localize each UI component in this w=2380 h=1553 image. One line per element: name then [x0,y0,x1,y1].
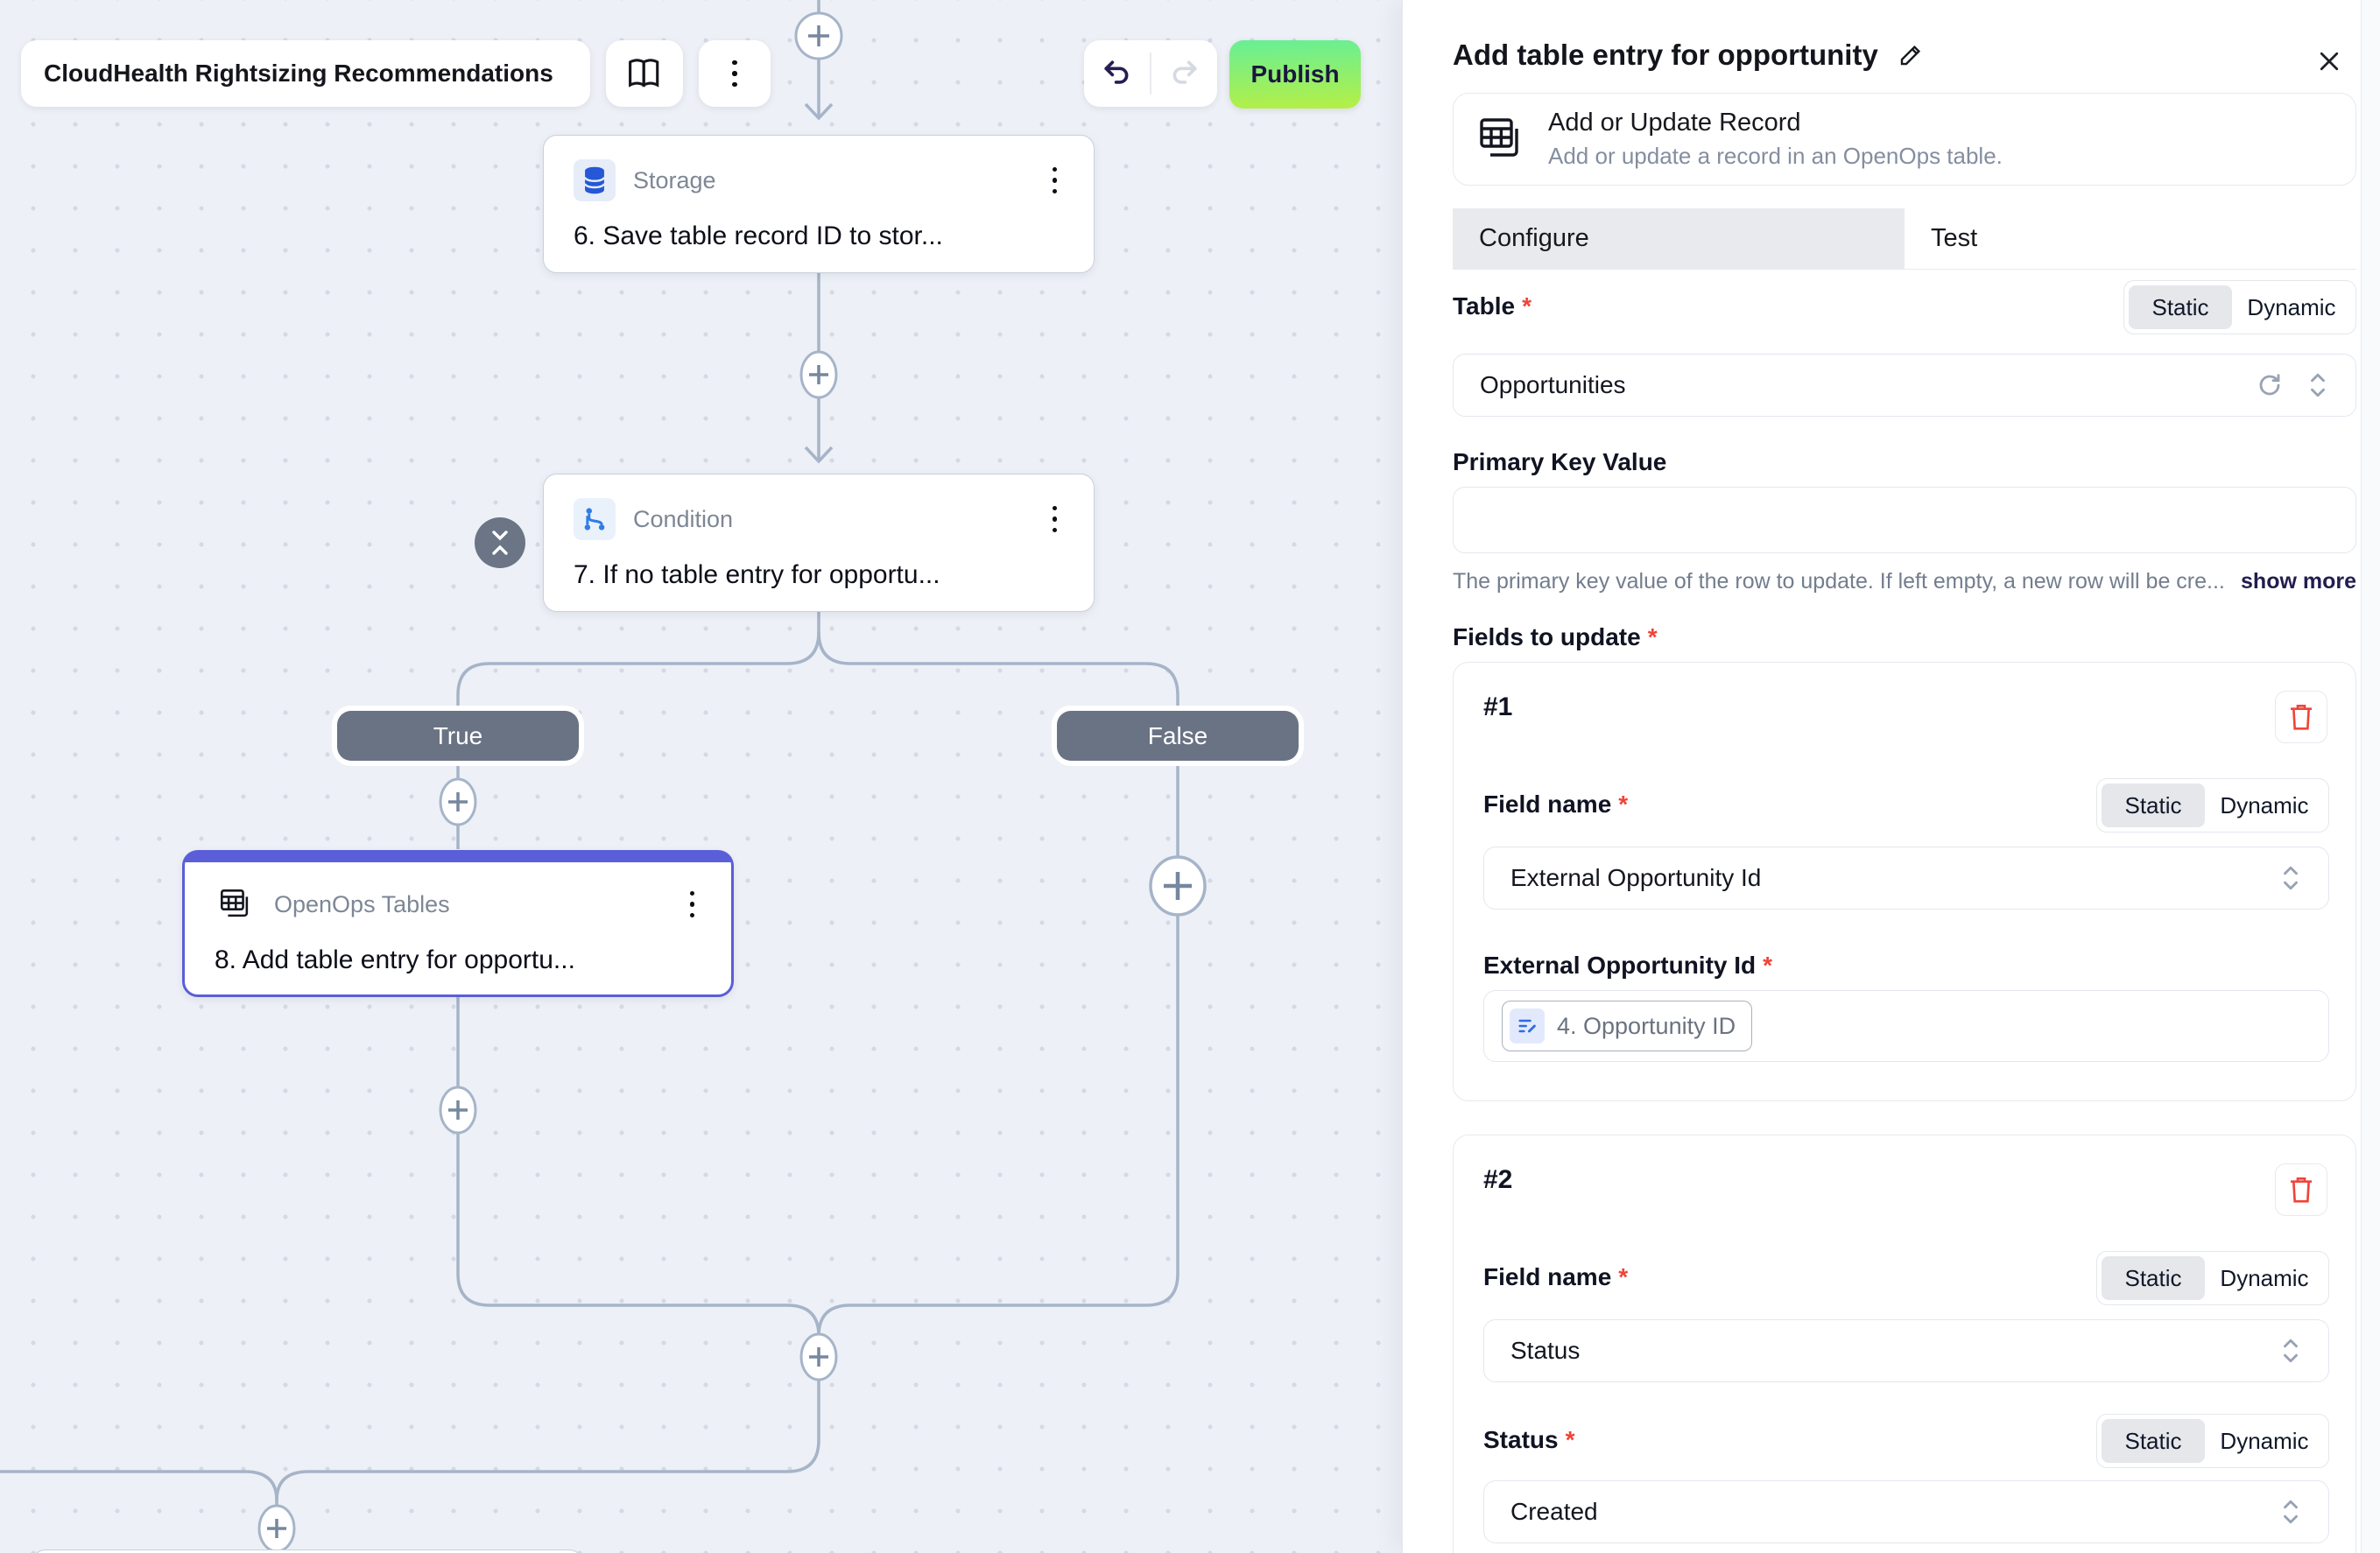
table-static-dynamic-toggle: Static Dynamic [2123,280,2356,334]
status-label: Status* [1483,1426,1575,1453]
undo-icon [1104,60,1129,84]
kebab-icon [725,55,744,93]
field-name-select[interactable]: Status [1483,1319,2329,1382]
field-value-label: External Opportunity Id* [1483,952,1773,979]
table-field-label: Table* [1453,292,1532,320]
step-node-partial-bottom[interactable] [32,1549,583,1553]
undo-redo-group [1084,40,1217,107]
action-summary-card: Add or Update Record Add or update a rec… [1453,93,2356,186]
edit-name-icon[interactable] [1898,42,1924,68]
panel-title: Add table entry for opportunity [1453,39,1878,71]
field-value-input[interactable]: 4. Opportunity ID [1483,990,2329,1062]
tables-icon [1480,118,1518,157]
field-index: #1 [1483,692,1513,721]
chevrons-up-down-icon [2284,1500,2298,1524]
primary-key-input[interactable] [1453,487,2356,553]
add-step-button-false-branch[interactable] [1147,854,1208,918]
toggle-static[interactable]: Static [2129,285,2232,329]
flow-canvas[interactable]: Storage 6. Save table record ID to stor.… [0,0,1402,1553]
step-title: 8. Add table entry for opportu... [215,945,575,974]
field-name-label: Field name* [1483,1263,1629,1290]
tab-test[interactable]: Test [1931,224,1978,252]
flow-name-dropdown[interactable]: CloudHealth Rightsizing Recommendations [21,40,590,107]
toggle-dynamic[interactable]: Dynamic [2220,791,2309,819]
fields-to-update-label: Fields to update* [1453,623,1658,650]
close-panel-button[interactable] [2310,42,2348,81]
show-more-link[interactable]: show more [2241,569,2356,594]
chevrons-up-down-icon [2284,866,2298,890]
chevrons-up-down-icon [2311,373,2325,397]
field-name-static-dynamic-toggle: Static Dynamic [2096,1251,2329,1305]
delete-field-button[interactable] [2275,691,2327,743]
toggle-static[interactable]: Static [2102,784,2205,827]
step-node-condition[interactable]: Condition 7. If no table entry for oppor… [543,474,1095,612]
field-index: #2 [1483,1165,1513,1194]
toggle-static[interactable]: Static [2102,1256,2205,1300]
step-menu-button[interactable] [683,886,702,924]
status-value-select[interactable]: Created [1483,1480,2329,1543]
step-type-label: OpenOps Tables [274,890,450,917]
panel-tabs: Configure Test [1453,208,2356,270]
flow-menu-button[interactable] [699,40,771,107]
branch-label-false: False [1057,711,1299,761]
storage-icon [574,159,616,201]
step-node-openops-tables[interactable]: OpenOps Tables 8. Add table entry for op… [182,850,734,997]
redo-icon [1172,60,1197,84]
collapse-branches-button[interactable] [475,517,525,568]
data-token-chip[interactable]: 4. Opportunity ID [1502,1001,1753,1051]
tables-icon [215,883,257,925]
field-name-select[interactable]: External Opportunity Id [1483,847,2329,910]
toggle-dynamic[interactable]: Dynamic [2247,293,2336,320]
flow-name-text: CloudHealth Rightsizing Recommendations [44,60,553,87]
field-card-2: #2 Field name* Static Dynamic Status Sta… [1453,1135,2356,1553]
add-step-button-after-tables[interactable] [437,1084,479,1136]
step-settings-panel: Add table entry for opportunity Add or U… [1402,0,2380,1553]
add-step-button-after-storage[interactable] [798,348,840,401]
primary-key-helper-text: The primary key value of the row to upda… [1453,569,2225,594]
field-name-label: Field name* [1483,791,1629,818]
step-title: 7. If no table entry for opportu... [574,560,940,589]
add-step-button-after-merge[interactable] [798,1331,840,1383]
undo-button[interactable] [1084,40,1150,107]
trash-icon [2291,705,2312,730]
add-step-button-top[interactable] [792,10,845,62]
close-icon [2320,52,2339,71]
chevrons-up-down-icon [2284,1339,2298,1363]
primary-key-label: Primary Key Value [1453,448,1667,475]
add-step-button-true-branch[interactable] [437,776,479,828]
step-menu-button[interactable] [1046,162,1065,200]
refresh-icon[interactable] [2256,371,2284,399]
step-type-label: Storage [633,166,716,193]
trash-icon [2291,1177,2312,1203]
field-name-static-dynamic-toggle: Static Dynamic [2096,778,2329,833]
flow-edges [0,0,1207,1553]
field-card-1: #1 Field name* Static Dynamic External O… [1453,662,2356,1101]
step-node-storage[interactable]: Storage 6. Save table record ID to stor.… [543,135,1095,273]
condition-icon [574,498,616,540]
toggle-dynamic[interactable]: Dynamic [2220,1264,2309,1291]
toggle-dynamic[interactable]: Dynamic [2220,1427,2309,1454]
publish-button[interactable]: Publish [1229,40,1361,109]
action-description: Add or update a record in an OpenOps tab… [1548,143,2003,169]
add-step-button-bottom[interactable] [256,1502,298,1553]
branch-label-true: True [337,711,579,761]
step-type-label: Condition [633,505,734,532]
tab-configure[interactable]: Configure [1453,208,1905,269]
panel-scrollbar[interactable] [2361,0,2380,1553]
delete-field-button[interactable] [2275,1163,2327,1216]
table-select[interactable]: Opportunities [1453,354,2356,417]
step-title: 6. Save table record ID to stor... [574,221,943,250]
book-open-icon [629,59,659,88]
step-menu-button[interactable] [1046,501,1065,538]
docs-button[interactable] [606,40,683,107]
toggle-static[interactable]: Static [2102,1419,2205,1463]
step-data-icon [1510,1008,1545,1044]
status-static-dynamic-toggle: Static Dynamic [2096,1414,2329,1468]
action-name: Add or Update Record [1548,109,1801,137]
redo-button[interactable] [1151,40,1217,107]
